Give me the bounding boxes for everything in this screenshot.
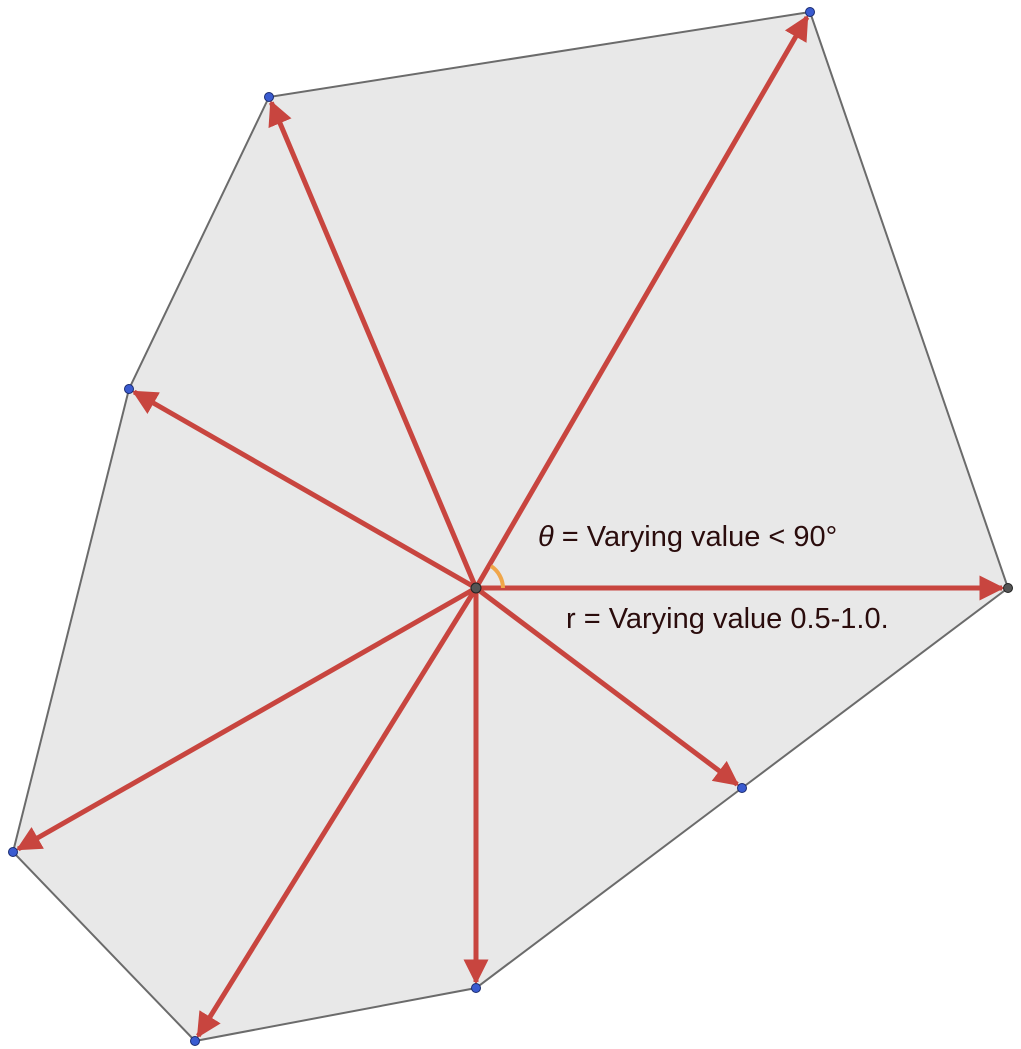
polygon-vertex-6: [8, 847, 18, 857]
vector-arrow-7: [132, 389, 478, 591]
center-point: [470, 582, 482, 594]
vector-arrow-6: [16, 585, 478, 852]
polygon-vertex-7: [124, 384, 134, 394]
polygon-vertex-1: [805, 7, 815, 17]
vector-group: [16, 15, 1005, 1039]
polygon-vertex-4: [471, 983, 481, 993]
theta-description: = Varying value < 90°: [554, 521, 838, 553]
theta-label: θ = Varying value < 90°: [538, 521, 837, 553]
vector-arrow-5: [196, 586, 479, 1039]
vector-arrow-1: [473, 15, 810, 590]
theta-symbol: θ: [538, 521, 554, 553]
vector-arrow-8: [268, 100, 479, 589]
radius-label: r = Varying value 0.5-1.0.: [566, 603, 889, 635]
vertex-group: [8, 7, 1013, 1046]
polygon-vertex-5: [190, 1036, 200, 1046]
vector-arrow-3: [474, 586, 740, 787]
angle-arc: [489, 564, 505, 589]
polygon-vertex-3: [737, 783, 747, 793]
polygon-vertex-2: [1003, 583, 1013, 593]
polygon-vertex-8: [264, 92, 274, 102]
